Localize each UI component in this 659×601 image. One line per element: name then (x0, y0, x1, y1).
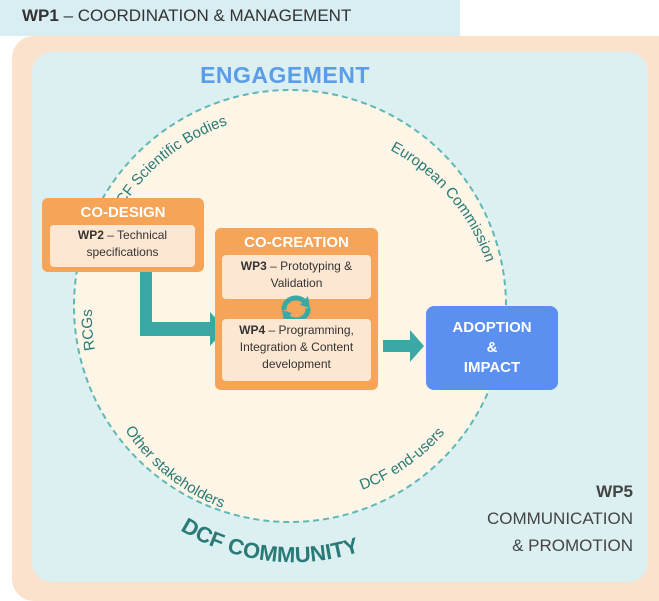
wp1-title: WP1 – COORDINATION & MANAGEMENT (22, 6, 352, 25)
wp5-label: WP5 COMMUNICATION & PROMOTION (486, 482, 633, 555)
wp3-card: WP3 – Prototyping & Validation (222, 255, 371, 299)
wp4-card: WP4 – Programming, Integration & Content… (222, 319, 371, 381)
wp1-band (0, 0, 460, 36)
cocreation-title: CO-CREATION (244, 234, 349, 251)
engagement-title: ENGAGEMENT (200, 62, 370, 88)
wp2-card: WP2 – Technical specifications (50, 225, 195, 267)
codesign-box: CO-DESIGN WP2 – Technical specifications (42, 198, 204, 272)
arrow-cocreation-to-adoption (383, 330, 424, 362)
arc-label-rcgs: RCGs (79, 309, 99, 352)
cocreation-box: CO-CREATION WP3 – Prototyping & Validati… (215, 228, 378, 390)
codesign-title: CO-DESIGN (80, 204, 166, 221)
adoption-impact-box: ADOPTION & IMPACT (426, 306, 558, 390)
arrow-codesign-to-cocreation (140, 272, 226, 346)
